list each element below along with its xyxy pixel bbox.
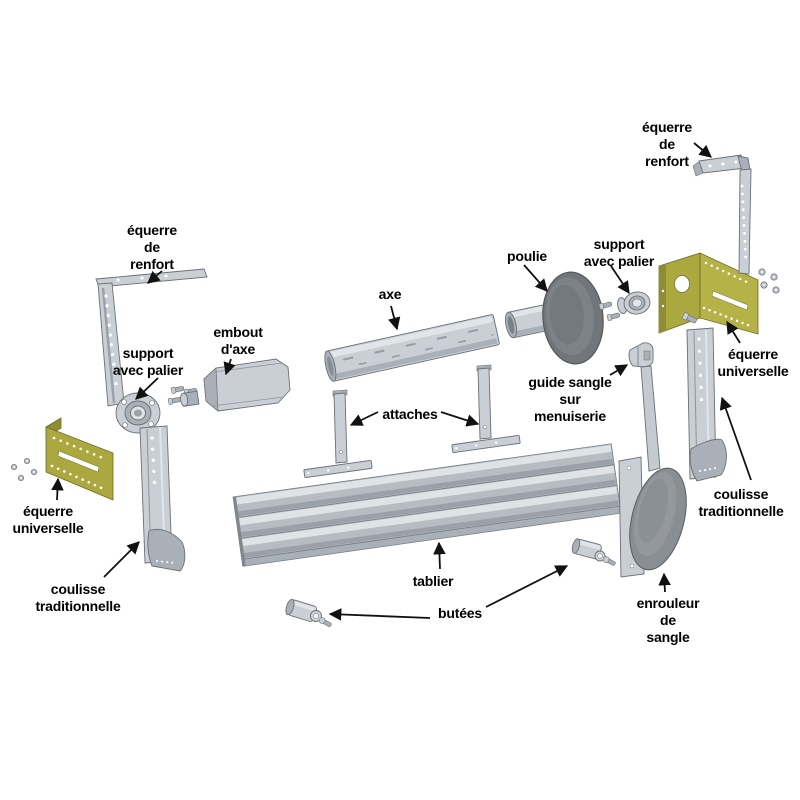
arrow-equerre-renfort-left bbox=[147, 270, 163, 284]
label-tablier: tablier bbox=[412, 573, 454, 589]
part-nuts-top-right bbox=[758, 268, 780, 294]
part-guide-sangle bbox=[628, 342, 654, 368]
part-equerre-renfort-left bbox=[95, 268, 208, 407]
label-coulisse-traditionnelle-right: coulisse traditionnelle bbox=[698, 486, 784, 519]
arrow-guide-sangle bbox=[609, 364, 629, 377]
label-support-palier-left: support avec palier bbox=[112, 345, 184, 378]
arrow-equerre-universelle-right bbox=[726, 320, 741, 344]
part-attache-right bbox=[451, 364, 521, 454]
part-attache-left bbox=[303, 389, 373, 479]
part-enrouleur-sangle bbox=[618, 365, 687, 578]
part-butee-left bbox=[285, 598, 332, 627]
arrow-butees-left bbox=[328, 608, 431, 621]
arrow-butees-right bbox=[485, 565, 569, 608]
part-tablier bbox=[232, 443, 622, 567]
label-enrouleur: enrouleur de sangle bbox=[636, 595, 700, 645]
arrow-enrouleur bbox=[658, 572, 671, 593]
part-poulie bbox=[504, 271, 604, 365]
label-equerre-universelle-right: équerre universelle bbox=[717, 346, 789, 379]
part-embout-axe bbox=[180, 358, 291, 412]
part-coulisse-traditionnelle-right bbox=[686, 327, 727, 482]
part-butee-right bbox=[571, 538, 616, 566]
part-support-avec-palier-right bbox=[617, 291, 651, 315]
part-equerre-renfort-right bbox=[692, 154, 752, 275]
arrow-equerre-renfort-right bbox=[693, 142, 712, 158]
part-screw-center-right bbox=[681, 312, 697, 324]
label-guide-sangle: guide sangle sur menuiserie bbox=[528, 374, 612, 424]
arrow-tablier bbox=[433, 541, 446, 570]
arrow-equerre-universelle-left bbox=[51, 477, 64, 501]
arrow-attaches-left bbox=[349, 411, 379, 426]
part-support-avec-palier-left bbox=[115, 392, 161, 434]
label-butees: butées bbox=[438, 605, 482, 621]
label-equerre-renfort-left: équerre de renfort bbox=[127, 222, 177, 272]
label-embout-axe: embout d'axe bbox=[213, 324, 263, 357]
part-axe bbox=[324, 314, 500, 382]
label-axe: axe bbox=[378, 286, 402, 302]
arrow-support-palier-right bbox=[610, 265, 630, 295]
label-equerre-renfort-right: équerre de renfort bbox=[642, 119, 692, 169]
arrow-support-palier-left bbox=[135, 377, 159, 400]
label-attaches: attaches bbox=[382, 406, 438, 422]
arrow-coulisse-right bbox=[719, 396, 752, 481]
part-equerre-universelle-left bbox=[45, 417, 114, 501]
label-support-palier-right: support avec palier bbox=[583, 236, 655, 269]
arrow-axe bbox=[388, 305, 401, 331]
part-nuts-far-left bbox=[10, 457, 38, 482]
arrow-poulie bbox=[523, 264, 548, 292]
label-equerre-universelle-left: équerre universelle bbox=[12, 503, 84, 536]
part-screws-right bbox=[598, 301, 621, 321]
arrow-embout-axe bbox=[223, 358, 236, 376]
label-poulie: poulie bbox=[506, 248, 548, 264]
arrow-coulisse-left bbox=[103, 541, 140, 578]
part-coulisse-traditionnelle-left bbox=[139, 425, 186, 572]
arrow-attaches-right bbox=[440, 411, 480, 427]
label-coulisse-traditionnelle-left: coulisse traditionnelle bbox=[35, 581, 121, 614]
